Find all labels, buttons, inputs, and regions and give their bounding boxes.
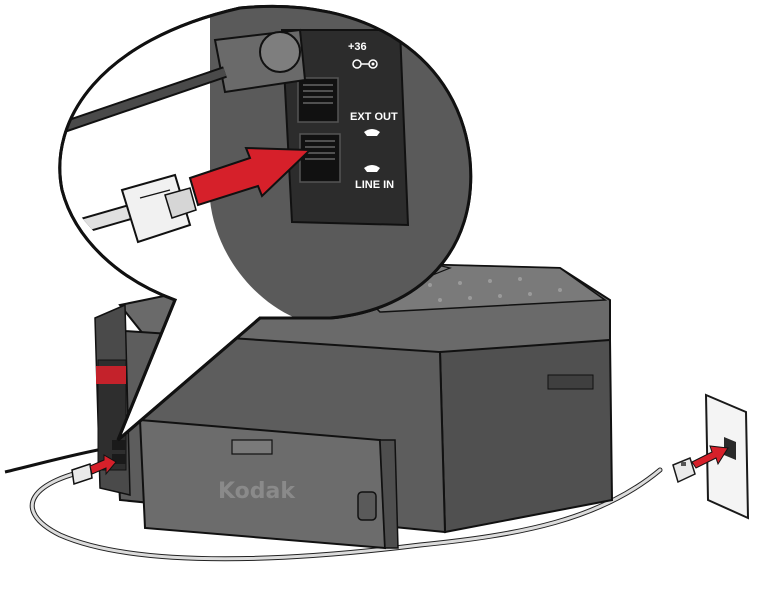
wall-arrow-icon [691, 445, 729, 469]
wall-jack [704, 393, 750, 520]
line-in-label: LINE IN [355, 179, 394, 191]
line-phone-icon [364, 165, 380, 172]
rj11-plug [120, 173, 197, 244]
ext-out-port [297, 77, 339, 123]
ext-phone-icon [364, 129, 380, 136]
phone-cable [29, 465, 663, 562]
brand-logo: Kodak [218, 479, 296, 504]
callout-magnified-view: +36 EXT OUT LINE IN [58, 4, 473, 442]
line-in-port [299, 133, 341, 183]
printer-plug [71, 463, 93, 485]
power-label: +36 [348, 41, 367, 53]
printer-arrow-icon [89, 454, 117, 476]
power-symbol-icon [352, 59, 378, 69]
wall-plug [672, 456, 696, 484]
power-cord [4, 446, 109, 474]
connect-arrow-icon [188, 146, 313, 207]
ext-out-label: EXT OUT [350, 111, 398, 123]
power-jack [213, 28, 307, 94]
